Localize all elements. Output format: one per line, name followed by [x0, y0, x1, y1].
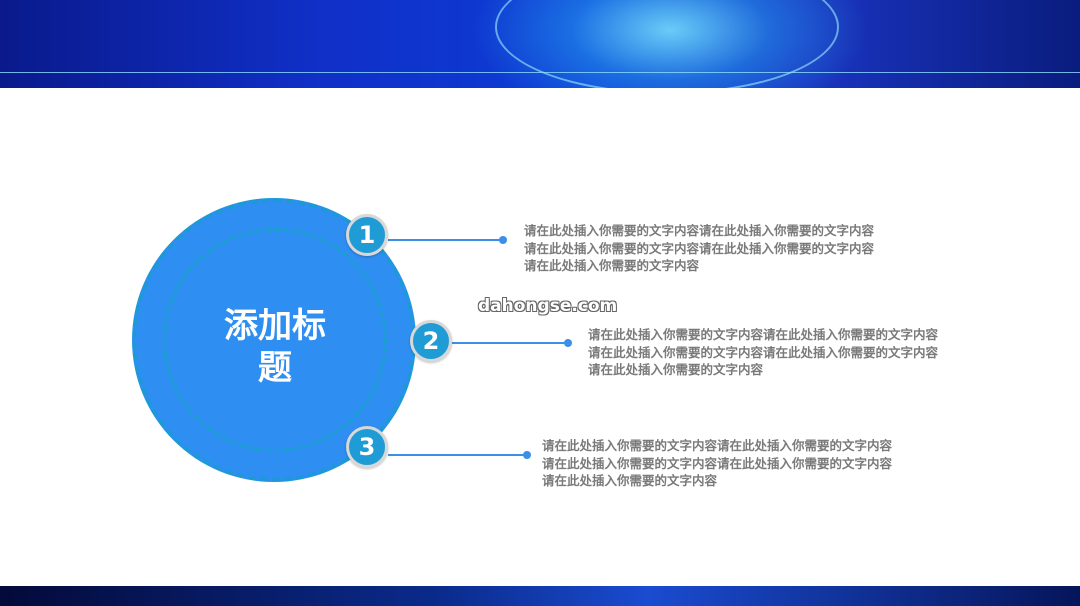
inner-dashed-ring [163, 228, 387, 452]
title-line-1: 添加标 [224, 306, 326, 346]
text-line: 请在此处插入你需要的文字内容请在此处插入你需要的文字内容 [588, 344, 939, 360]
text-line: 请在此处插入你需要的文字内容请在此处插入你需要的文字内容 [524, 223, 875, 238]
text-line: 请在此处插入你需要的文字内容 [542, 473, 718, 488]
text-block-3[interactable]: 请在此处插入你需要的文字内容请在此处插入你需要的文字内容 请在此处插入你需要的文… [542, 437, 892, 490]
number-badge-3: 3 [346, 426, 388, 468]
text-line: 请在此处插入你需要的文字内容请在此处插入你需要的文字内容 [542, 455, 893, 471]
connector-dot-1 [499, 236, 507, 244]
text-block-2[interactable]: 请在此处插入你需要的文字内容请在此处插入你需要的文字内容 请在此处插入你需要的文… [588, 326, 938, 379]
connector-dot-2 [564, 339, 572, 347]
connector-3 [388, 454, 528, 456]
connector-1 [388, 239, 503, 241]
title-line-2: 题 [258, 348, 292, 388]
slide-title[interactable]: 添加标 题 [200, 305, 350, 389]
number-badge-2: 2 [410, 320, 452, 362]
bottom-banner [0, 586, 1080, 606]
number-badge-1: 1 [346, 214, 388, 256]
text-line: 请在此处插入你需要的文字内容 [588, 362, 764, 377]
text-line: 请在此处插入你需要的文字内容请在此处插入你需要的文字内容 [542, 438, 893, 453]
text-block-1[interactable]: 请在此处插入你需要的文字内容请在此处插入你需要的文字内容 请在此处插入你需要的文… [524, 222, 874, 275]
connector-dot-3 [523, 451, 531, 459]
banner-line [0, 72, 1080, 73]
top-banner [0, 0, 1080, 88]
text-line: 请在此处插入你需要的文字内容请在此处插入你需要的文字内容 [524, 240, 875, 256]
connector-2 [452, 342, 567, 344]
text-line: 请在此处插入你需要的文字内容请在此处插入你需要的文字内容 [588, 327, 939, 342]
banner-ring [495, 0, 839, 88]
watermark: dahongse.com [478, 296, 618, 316]
text-line: 请在此处插入你需要的文字内容 [524, 258, 700, 273]
